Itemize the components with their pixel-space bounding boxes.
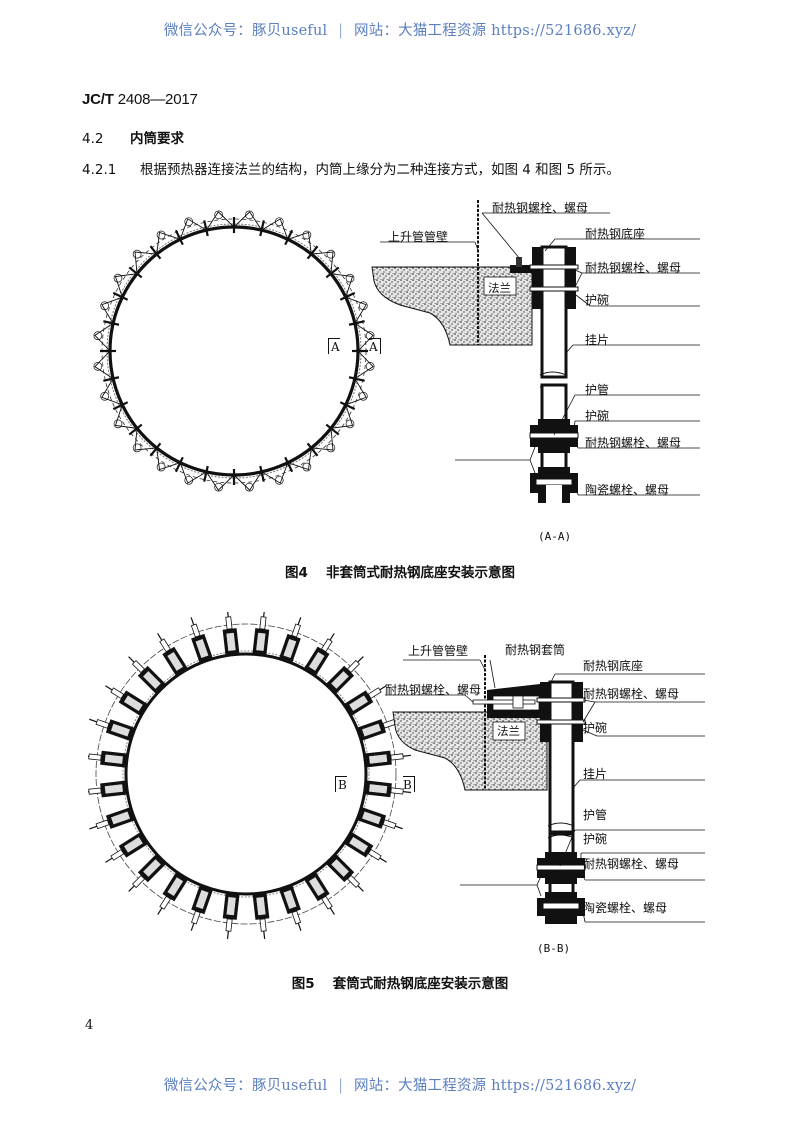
label-flange: 法兰 <box>488 281 511 295</box>
label-bowl-top: 护碗 <box>585 293 610 307</box>
figure-4-section-drawing <box>371 200 700 503</box>
clause-number: 4.2.1 <box>82 162 117 178</box>
label-bowl-top-5: 护碗 <box>583 721 608 735</box>
watermark-separator: | <box>338 23 344 39</box>
section-number: 4.2 <box>82 131 104 147</box>
section-marker-a-left: A <box>328 338 340 354</box>
section-marker-b-right: B <box>403 776 415 792</box>
label-ceramic-bolt-5: 陶瓷螺栓、螺母 <box>583 901 668 915</box>
figure-4-title: 非套筒式耐热钢底座安装示意图 <box>325 565 515 581</box>
watermark-site: 网站：大猫工程资源 https://521686.xyz/ <box>354 1078 637 1094</box>
watermark-bottom: 微信公众号：豚贝useful | 网站：大猫工程资源 https://52168… <box>0 1074 800 1095</box>
label-bolt-nut-right-5: 耐热钢螺栓、螺母 <box>583 687 680 701</box>
watermark-separator: | <box>338 1078 344 1094</box>
standard-code: JC/T 2408—2017 <box>82 91 198 108</box>
clause-text: 根据预热器连接法兰的结构，内筒上缘分为二种连接方式，如图 4 和图 5 所示。 <box>140 162 620 178</box>
section-heading: 4.2 内筒要求 <box>82 127 184 147</box>
label-hanger-5: 挂片 <box>583 767 608 781</box>
figure-5-caption: 图5 套筒式耐热钢底座安装示意图 <box>0 972 800 992</box>
figure-4-caption: 图4 非套筒式耐热钢底座安装示意图 <box>0 561 800 581</box>
watermark-top: 微信公众号：豚贝useful | 网站：大猫工程资源 https://52168… <box>0 19 800 40</box>
figure-5-ring-plan <box>88 612 412 940</box>
standard-prefix: JC/T <box>82 91 114 108</box>
label-bolt-nut-right: 耐热钢螺栓、螺母 <box>585 261 682 275</box>
watermark-site: 网站：大猫工程资源 https://521686.xyz/ <box>354 23 637 39</box>
label-riser-wall: 上升管管壁 <box>388 230 449 244</box>
figure-4-ring-plan <box>93 210 375 492</box>
label-bowl-bottom: 护碗 <box>585 409 610 423</box>
page-number: 4 <box>85 1018 94 1033</box>
label-hanger: 挂片 <box>585 333 610 347</box>
clause-paragraph: 4.2.1 根据预热器连接法兰的结构，内筒上缘分为二种连接方式，如图 4 和图 5… <box>82 158 620 178</box>
label-bowl-bottom-5: 护碗 <box>583 832 608 846</box>
figure-5-number: 图5 <box>291 976 315 992</box>
label-riser-wall-5: 上升管管壁 <box>408 644 469 658</box>
section-caption-a-a: (A-A) <box>538 530 572 543</box>
label-base-5: 耐热钢底座 <box>583 659 644 673</box>
figure-5-section-drawing <box>385 655 705 924</box>
label-flange-5: 法兰 <box>497 724 520 738</box>
section-marker-b-left: B <box>335 776 347 792</box>
label-bolt-nut-left-5: 耐热钢螺栓、螺母 <box>385 683 482 697</box>
label-guard-tube-5: 护管 <box>583 808 608 822</box>
watermark-wechat: 微信公众号：豚贝useful <box>163 1078 328 1094</box>
section-title: 内筒要求 <box>130 131 184 147</box>
label-sleeve: 耐热钢套筒 <box>505 643 566 657</box>
label-guard-tube: 护管 <box>585 383 610 397</box>
figure-5-title: 套筒式耐热钢底座安装示意图 <box>332 976 509 992</box>
label-ceramic-bolt: 陶瓷螺栓、螺母 <box>585 483 670 497</box>
watermark-wechat: 微信公众号：豚贝useful <box>163 23 328 39</box>
section-caption-b-b: (B-B) <box>537 942 571 955</box>
standard-number: 2408—2017 <box>117 91 198 108</box>
label-base: 耐热钢底座 <box>585 227 646 241</box>
label-bolt-nut-lower-5: 耐热钢螺栓、螺母 <box>583 857 680 871</box>
label-bolt-nut-lower: 耐热钢螺栓、螺母 <box>585 436 682 450</box>
figure-4-number: 图4 <box>285 565 308 581</box>
section-marker-a-right: A <box>369 338 381 354</box>
label-bolt-nut-top: 耐热钢螺栓、螺母 <box>492 201 589 215</box>
